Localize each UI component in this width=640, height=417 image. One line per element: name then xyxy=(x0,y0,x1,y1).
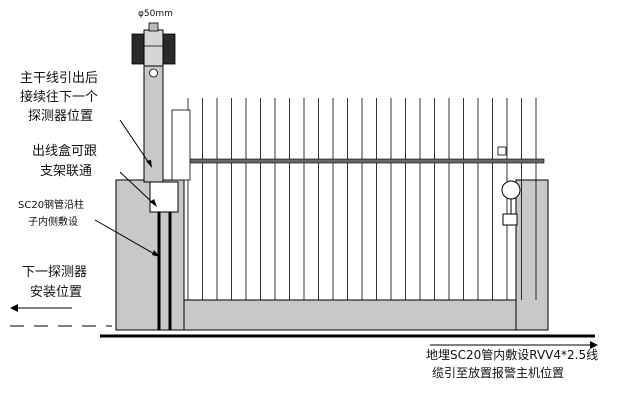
left-arrow xyxy=(10,304,72,312)
leader-sc20 xyxy=(94,219,159,257)
trunk-line-label-3: 探测器位置 xyxy=(28,109,93,124)
gate-frame-top xyxy=(171,109,191,181)
next-detector-label-2: 安装位置 xyxy=(30,285,82,300)
buried-cable-label-1: 地埋SC20管内敷设RVV4*2.5线 xyxy=(426,347,598,362)
trunk-line-label-2: 接续往下一个 xyxy=(20,89,98,105)
fence-rail xyxy=(183,158,545,164)
detector-head xyxy=(131,22,176,78)
outlet-box xyxy=(149,181,179,213)
leader-trunk xyxy=(119,119,152,167)
right-detector xyxy=(497,146,521,226)
outlet-box-label-1: 出线盒可跟 xyxy=(32,143,97,159)
right-arrow xyxy=(430,341,598,349)
trunk-line-label-1: 主干线引出后 xyxy=(20,71,98,86)
sc20-label-1: SC20钢管沿柱 xyxy=(18,198,84,211)
gate-base xyxy=(183,299,517,331)
right-pillar xyxy=(515,179,549,331)
fence-bars xyxy=(187,98,537,300)
next-detector-label-1: 下一探测器 xyxy=(22,265,87,280)
leader-outlet xyxy=(119,171,156,206)
sc20-label-2: 子内侧敷设 xyxy=(28,215,78,228)
pipe-diameter-label: φ50mm xyxy=(138,9,173,19)
buried-cable-label-2: 缆引至放置报警主机位置 xyxy=(432,365,564,380)
outlet-box-label-2: 支架联通 xyxy=(40,164,92,179)
